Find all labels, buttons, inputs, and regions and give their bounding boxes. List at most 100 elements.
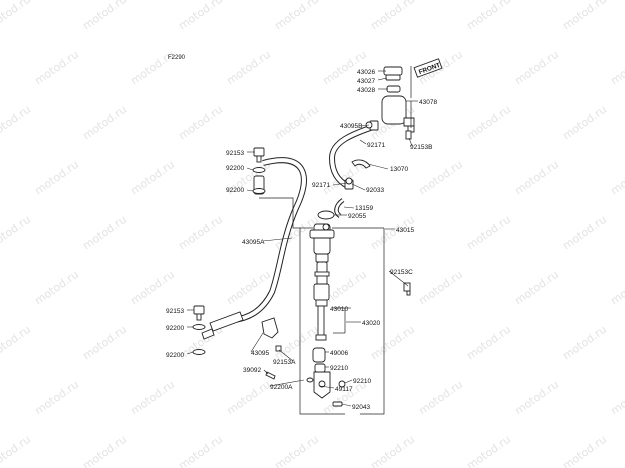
watermark-text: motod.ru [176, 103, 225, 143]
label-13070: 13070 [390, 166, 408, 173]
watermark-text: motod.ru [176, 0, 225, 32]
label-13159: 13159 [355, 205, 373, 212]
watermark-text: motod.ru [176, 433, 225, 468]
leader-line [351, 183, 366, 191]
watermark-text: motod.ru [224, 378, 273, 418]
label-43095: 43095 [251, 350, 269, 357]
label-92200A: 92200A [270, 384, 293, 391]
figure-code: F2290 [168, 55, 186, 61]
label-43078: 43078 [419, 99, 437, 106]
leader-lines [186, 70, 418, 407]
leader-line [367, 163, 389, 170]
watermark-text: motod.ru [416, 268, 465, 308]
label-49006: 49006 [330, 350, 348, 357]
label-92171-lower: 92171 [312, 182, 330, 189]
hose-clamp [261, 317, 282, 352]
watermark-text: motod.ru [32, 158, 81, 198]
watermark-text: motod.ru [560, 103, 609, 143]
label-43026: 43026 [357, 69, 375, 76]
watermark-text: motod.ru [512, 48, 561, 88]
watermark-text: motod.ru [464, 0, 513, 32]
watermark-text: motod.ru [128, 268, 177, 308]
watermark-text: motod.ru [560, 0, 609, 32]
leader-line [186, 351, 194, 355]
watermark-text: motod.ru [464, 323, 513, 363]
label-92153-upper: 92153 [226, 150, 244, 157]
label-92200-d: 92200 [166, 352, 184, 359]
watermark-text: motod.ru [272, 433, 321, 468]
watermark-text: motod.ru [368, 0, 417, 32]
watermark-text: motod.ru [512, 158, 561, 198]
leader-line [377, 77, 388, 81]
hose-clips [345, 121, 373, 185]
label-43028: 43028 [357, 87, 375, 94]
leader-line [341, 403, 352, 407]
watermark-text: motod.ru [0, 433, 33, 468]
leader-line [360, 124, 370, 127]
leader-line [278, 349, 294, 362]
watermark-text: motod.ru [608, 158, 625, 198]
watermark-text: motod.ru [608, 48, 625, 88]
leader-line [262, 237, 293, 242]
leader-line [246, 189, 254, 192]
cotter-pin [265, 371, 276, 380]
leader-line [263, 369, 269, 375]
watermark-text: motod.ru [560, 323, 609, 363]
watermark-text: motod.ru [80, 213, 129, 253]
leader-line [246, 167, 254, 171]
leader-line [359, 139, 367, 145]
leader-line [408, 137, 413, 147]
watermark-text: motod.ru [32, 378, 81, 418]
label-43095B: 43095B [340, 123, 362, 130]
watermark-text: motod.ru [32, 48, 81, 88]
watermark-text: motod.ru [176, 213, 225, 253]
watermark-text: motod.ru [368, 433, 417, 468]
reservoir-hose [328, 120, 379, 190]
watermark-text: motod.ru [128, 48, 177, 88]
watermark-text: motod.ru [416, 158, 465, 198]
watermark-text: motod.ru [224, 48, 273, 88]
watermark-text: motod.ru [272, 103, 321, 143]
leader-line [344, 379, 353, 384]
watermark-text: motod.ru [560, 213, 609, 253]
watermark-text: motod.ru [464, 103, 513, 143]
watermark-text: motod.ru [128, 378, 177, 418]
label-92153-lower: 92153 [166, 308, 184, 315]
label-39092: 39092 [243, 367, 261, 374]
hose-elbow-fitting [317, 198, 345, 220]
label-92171-upper: 92171 [367, 142, 385, 149]
label-43020: 43020 [362, 320, 380, 327]
leader-line [319, 385, 335, 389]
assembly-frame [259, 197, 385, 415]
watermark-text: motod.ru [272, 0, 321, 32]
leader-line [343, 206, 355, 209]
reservoir-tank [381, 95, 415, 133]
banjo-bolt-upper [252, 147, 266, 194]
label-92153B: 92153B [410, 144, 432, 151]
watermark-text: motod.ru [0, 0, 33, 32]
watermark-text: motod.ru [80, 0, 129, 32]
mounting-bolts [403, 130, 412, 296]
watermark-text: motod.ru [512, 268, 561, 308]
watermark-text: motod.ru [0, 213, 33, 253]
watermark-text: motod.ru [0, 103, 33, 143]
label-43010: 43010 [330, 306, 348, 313]
leader-line [250, 332, 264, 353]
brake-hose [201, 157, 307, 340]
leader-line [332, 182, 348, 186]
label-92200-b: 92200 [226, 187, 244, 194]
watermark-text: motod.ru [32, 268, 81, 308]
watermark-text: motod.ru [608, 378, 625, 418]
label-92200-a: 92200 [226, 165, 244, 172]
piston-assembly [313, 261, 330, 307]
label-92153A: 92153A [273, 359, 296, 366]
part-labels: 43026 43027 43028 43078 43095B 92171 921… [166, 69, 437, 411]
label-92200-c: 92200 [166, 325, 184, 332]
watermark-text: motod.ru [80, 103, 129, 143]
watermark-text: motod.ru [512, 378, 561, 418]
label-43095A: 43095A [242, 239, 265, 246]
label-92043: 92043 [352, 404, 370, 411]
watermark-text: motod.ru [368, 323, 417, 363]
